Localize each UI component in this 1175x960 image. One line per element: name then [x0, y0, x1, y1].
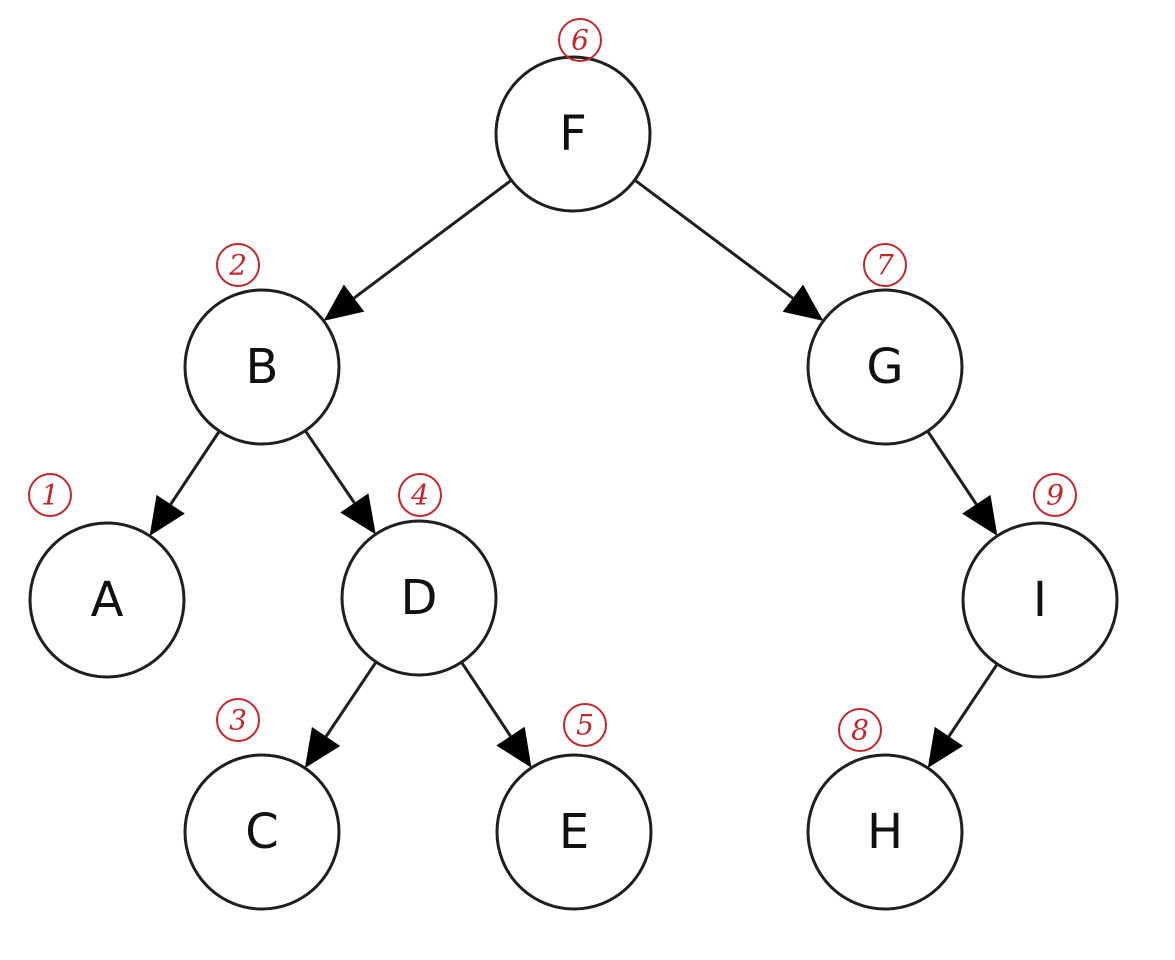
annotation-number: 1: [41, 479, 59, 512]
edge-F-G: [633, 178, 824, 321]
annotation-circle: [216, 698, 260, 742]
annotation-number: 5: [576, 709, 594, 742]
node-a: A: [28, 521, 186, 679]
order-annotation-f: 6: [558, 18, 602, 62]
edge-line: [926, 430, 978, 506]
node-i: I: [961, 521, 1119, 679]
node-circle: [183, 753, 341, 911]
node-circle: [806, 753, 964, 911]
arrowhead: [962, 494, 998, 536]
annotation-number: 4: [410, 479, 429, 512]
node-circle: [183, 288, 341, 446]
order-annotation-d: 4: [398, 473, 442, 517]
node-circle: [340, 519, 498, 677]
node-label: H: [867, 804, 903, 860]
edge-line: [353, 178, 513, 300]
arrowhead: [496, 726, 532, 768]
annotation-circle: [838, 708, 882, 752]
node-circle: [494, 55, 652, 213]
arrowhead: [304, 727, 341, 769]
annotation-circle: [216, 243, 260, 287]
edge-F-B: [323, 178, 513, 321]
order-annotations-layer: 6 2 7 1 4 9 3 5 8: [28, 18, 1077, 752]
edge-B-A: [149, 430, 221, 536]
arrowhead: [927, 726, 964, 768]
order-annotation-h: 8: [838, 708, 882, 752]
annotation-circle: [28, 473, 72, 517]
order-annotation-i: 9: [1033, 473, 1077, 517]
node-circle: [806, 288, 964, 446]
annotation-circle: [563, 703, 607, 747]
node-label: A: [91, 572, 124, 628]
edge-G-I: [926, 430, 998, 536]
node-label: C: [245, 804, 279, 860]
node-label: B: [246, 339, 279, 395]
annotation-circle: [863, 243, 907, 287]
arrowhead: [323, 284, 365, 321]
node-circle: [961, 521, 1119, 679]
node-label: I: [1033, 572, 1047, 628]
node-b: B: [183, 288, 341, 446]
annotation-circle: [558, 18, 602, 62]
annotation-number: 8: [851, 714, 869, 747]
arrowhead: [782, 284, 824, 321]
edge-I-H: [927, 663, 999, 768]
node-label: G: [866, 339, 903, 395]
edge-D-E: [460, 661, 532, 768]
edge-line: [947, 663, 999, 738]
order-annotation-b: 2: [216, 243, 260, 287]
edge-line: [304, 429, 356, 504]
edge-line: [460, 661, 512, 737]
order-annotation-c: 3: [216, 698, 260, 742]
annotation-circle: [398, 473, 442, 517]
arrowhead: [340, 493, 376, 535]
order-annotation-g: 7: [863, 243, 907, 287]
node-f: F: [494, 55, 652, 213]
node-e: E: [495, 753, 653, 911]
edges-layer: [149, 178, 999, 769]
node-c: C: [183, 753, 341, 911]
edge-line: [633, 178, 794, 300]
order-annotation-a: 1: [28, 473, 72, 517]
edge-line: [169, 430, 221, 506]
node-label: D: [401, 570, 438, 626]
node-circle: [495, 753, 653, 911]
edge-B-D: [304, 429, 376, 535]
node-label: E: [559, 804, 589, 860]
edge-line: [324, 661, 378, 738]
annotation-number: 7: [876, 249, 894, 282]
annotation-number: 9: [1046, 479, 1064, 512]
node-circle: [28, 521, 186, 679]
nodes-layer: F B G A D I C E H: [28, 55, 1119, 911]
annotation-circle: [1033, 473, 1077, 517]
order-annotation-e: 5: [563, 703, 607, 747]
node-label: F: [559, 106, 587, 162]
edge-D-C: [304, 661, 378, 769]
arrowhead: [149, 494, 185, 536]
node-h: H: [806, 753, 964, 911]
annotation-number: 6: [571, 24, 589, 57]
annotation-number: 3: [229, 704, 247, 737]
node-g: G: [806, 288, 964, 446]
node-d: D: [340, 519, 498, 677]
annotation-number: 2: [228, 249, 247, 282]
